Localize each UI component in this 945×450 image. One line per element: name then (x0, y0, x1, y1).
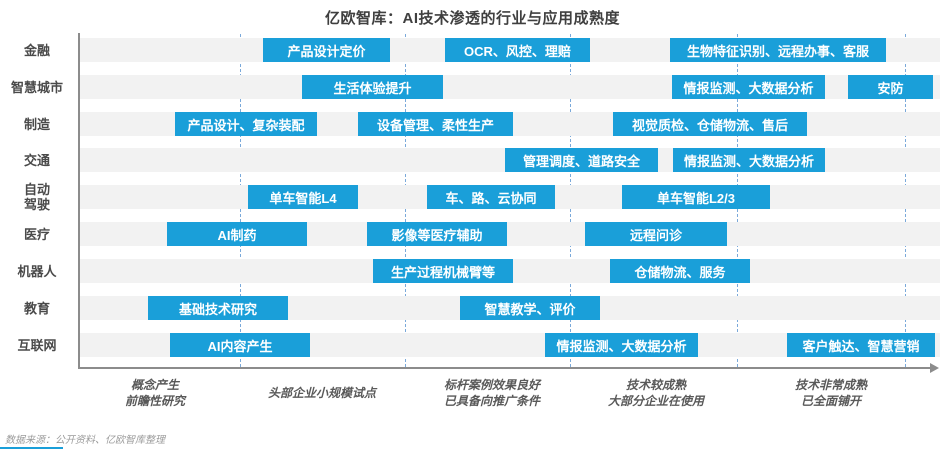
chart-box: 智慧教学、评价 (460, 296, 600, 320)
source-note: 数据来源：公开资料、亿欧智库整理 (5, 435, 165, 446)
x-axis-arrow-icon (930, 363, 939, 373)
chart-box: AI制药 (167, 222, 307, 246)
chart-box: 生活体验提升 (302, 75, 443, 99)
chart-box: 产品设计定价 (263, 38, 390, 62)
row-label: 智慧城市 (10, 79, 63, 95)
row-label: 机器人 (17, 263, 57, 279)
row-label: 互联网 (17, 337, 57, 353)
chart-box: 车、路、云协同 (427, 185, 555, 209)
chart-box: 视觉质检、仓储物流、售后 (613, 112, 807, 136)
row-label: 教育 (23, 300, 50, 316)
stage-label: 头部企业小规模试点 (267, 386, 377, 400)
chart-box: 单车智能L4 (248, 185, 358, 209)
row-label: 自动 驾驶 (23, 182, 50, 212)
row-label: 制造 (23, 116, 50, 132)
row-label: 金融 (23, 42, 50, 58)
x-axis-line (78, 367, 932, 369)
chart-box: 客户触达、智慧营销 (787, 333, 935, 357)
chart-box: 设备管理、柔性生产 (358, 112, 513, 136)
chart-box: 生产过程机械臂等 (373, 259, 513, 283)
stage-label: 技术较成熟 大部分企业在使用 (607, 378, 705, 408)
chart-box: 情报监测、大数据分析 (673, 148, 825, 172)
chart-box: 影像等医疗辅助 (367, 222, 507, 246)
chart-box: 单车智能L2/3 (622, 185, 770, 209)
chart-box: 远程问诊 (585, 222, 727, 246)
chart-box: AI内容产生 (170, 333, 310, 357)
stage-label: 标杆案例效果良好 已具备向推广条件 (443, 378, 541, 408)
row-label: 医疗 (23, 226, 50, 242)
chart-box: 基础技术研究 (148, 296, 288, 320)
chart-box: 仓储物流、服务 (610, 259, 750, 283)
chart-box: OCR、风控、理赔 (445, 38, 590, 62)
chart-title: 亿欧智库：AI技术渗透的行业与应用成熟度 (324, 10, 620, 27)
chart-box: 情报监测、大数据分析 (545, 333, 698, 357)
row-label: 交通 (23, 152, 50, 168)
chart-box: 管理调度、道路安全 (505, 148, 658, 172)
stage-label: 概念产生 前瞻性研究 (124, 378, 186, 408)
chart-box: 情报监测、大数据分析 (672, 75, 825, 99)
y-axis-line (78, 33, 80, 369)
corner-accent-bar (0, 447, 63, 449)
stage-label: 技术非常成熟 已全面铺开 (794, 378, 868, 408)
chart-box: 生物特征识别、远程办事、客服 (670, 38, 886, 62)
chart-box: 产品设计、复杂装配 (175, 112, 317, 136)
chart-box: 安防 (848, 75, 933, 99)
